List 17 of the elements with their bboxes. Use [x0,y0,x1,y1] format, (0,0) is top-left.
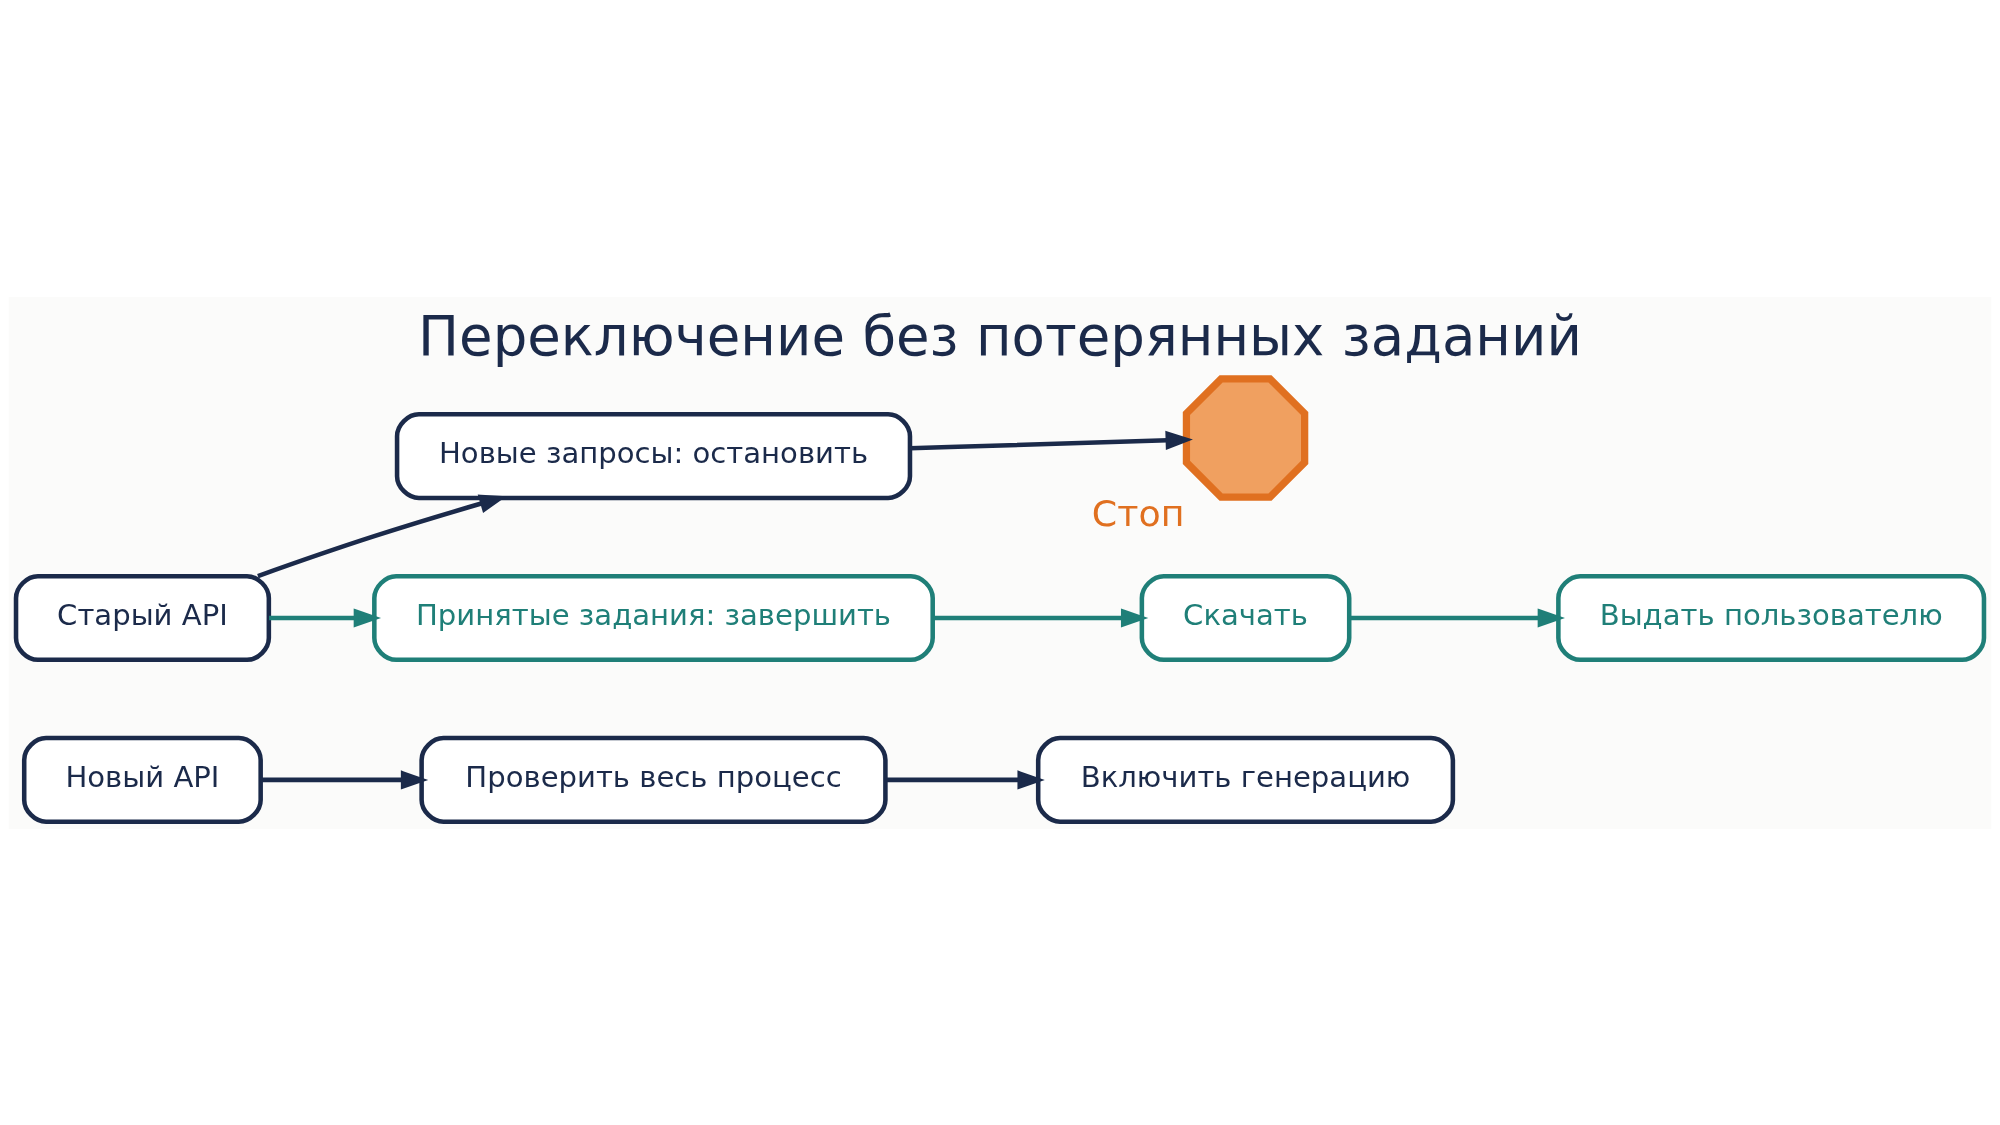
node-box: Новый API [21,735,263,824]
node-box: Новые запросы: остановить [394,411,913,500]
arrow [269,607,381,628]
node-box: Проверить весь процесс [419,735,888,824]
diagram-title: Переключение без потерянных заданий [418,303,1582,368]
node-box: Скачать [1139,573,1352,662]
node-octagon [1182,374,1309,501]
arrow [909,430,1193,451]
arrow [260,769,429,789]
arrow [933,607,1149,628]
arrow [1349,607,1565,628]
node-label: Стоп [1091,491,1185,535]
node-box: Выдать пользователю [1556,573,1987,662]
node-box: Старый API [13,573,272,662]
node-box: Включить генерацию [1035,735,1456,824]
node-box: Принятые задания: завершить [372,573,935,662]
arrow [886,769,1045,789]
